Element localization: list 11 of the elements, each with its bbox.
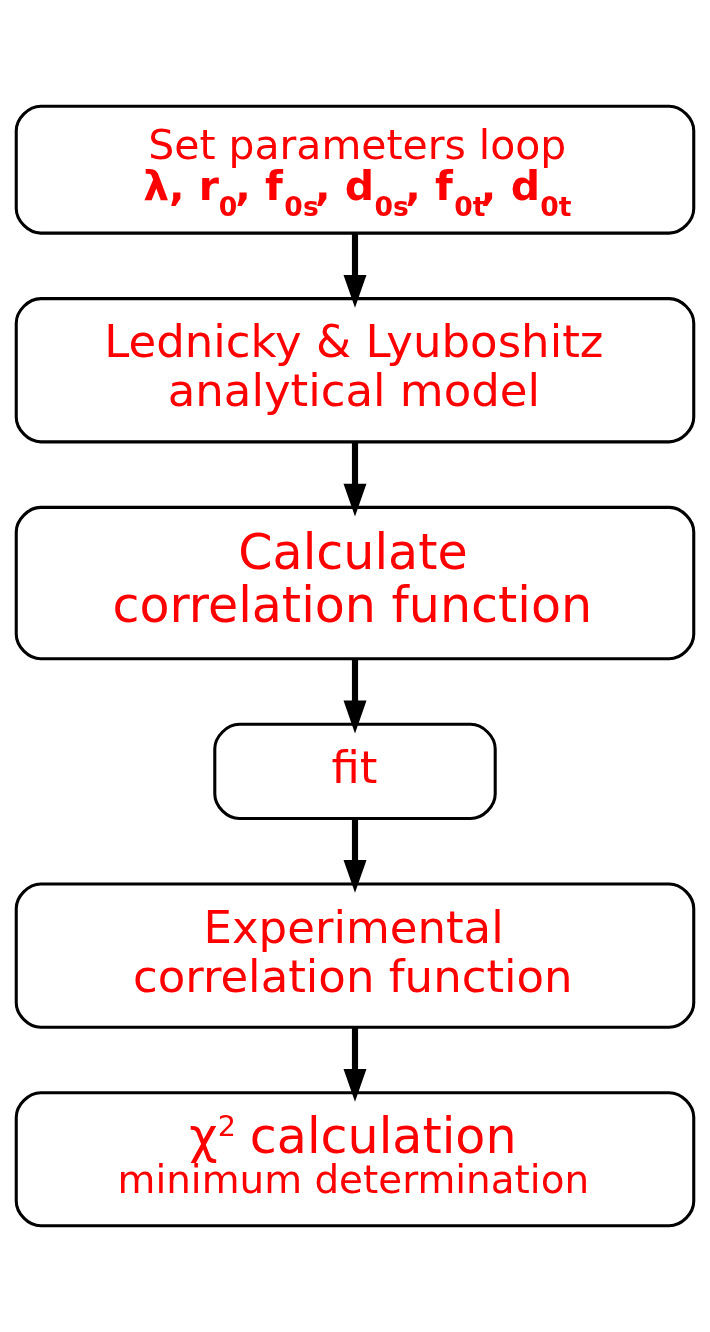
arrow [343, 659, 367, 734]
node-box: Lednicky & Lyuboshitz analytical model [14, 297, 696, 444]
node-box: Calculate correlation function [14, 505, 696, 661]
arrow [343, 442, 367, 517]
node-box: Experimental correlation function [14, 882, 696, 1029]
arrow [343, 1027, 367, 1102]
node-box: χ$^{2}$ calculation minimum determination [14, 1091, 696, 1228]
node-box: fit [213, 722, 497, 821]
arrow [343, 233, 367, 308]
node-box: Set parameters loop λ, r$_{0}$, f$_{0s}$, d$_{0s}$, f$_{0t}$, d$_{0t}$ [14, 104, 696, 235]
arrow [343, 818, 367, 893]
